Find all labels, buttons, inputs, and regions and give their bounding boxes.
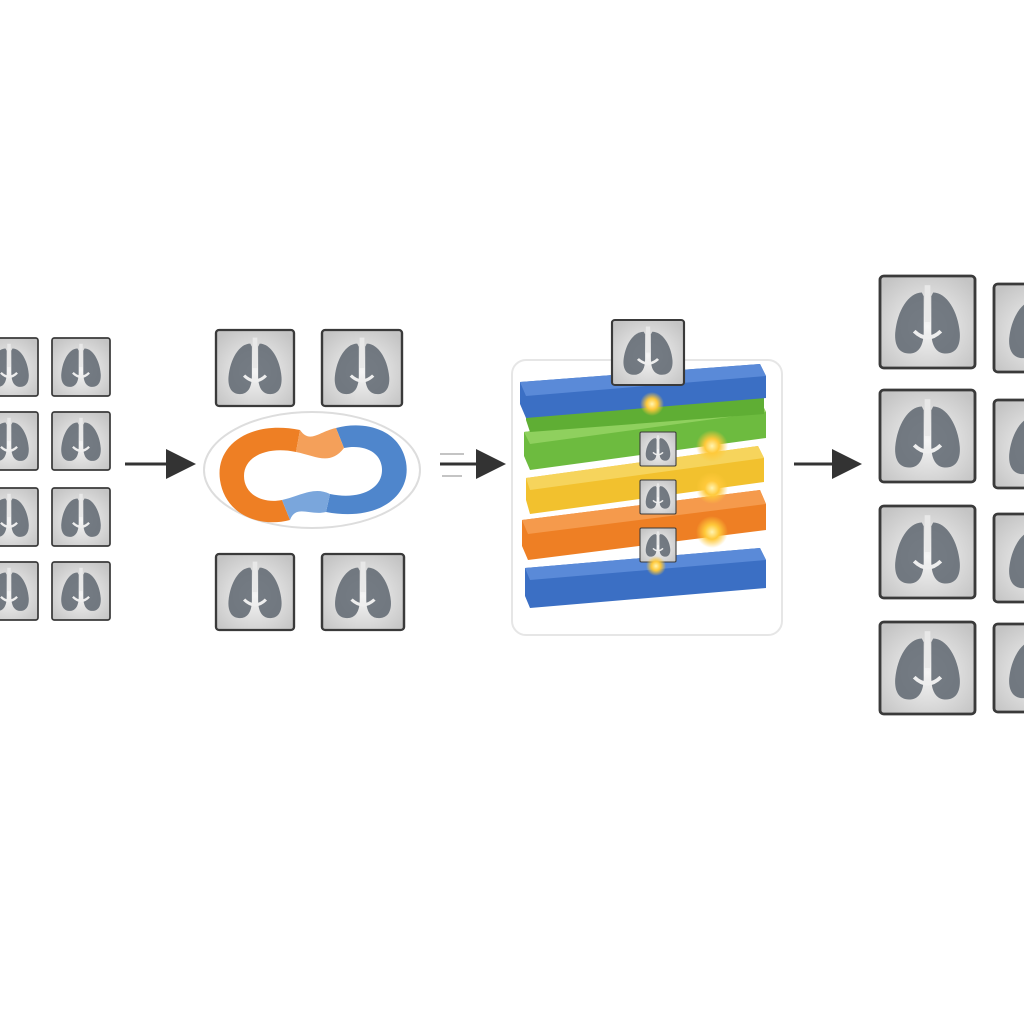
chest-xray-icon <box>320 552 406 632</box>
augmentation-cycle <box>203 328 421 632</box>
chest-xray-icon <box>50 560 112 622</box>
chest-xray-icon <box>878 504 977 600</box>
chest-xray-icon <box>878 388 977 484</box>
layered-model <box>511 318 783 636</box>
input-xray-grid <box>0 336 112 622</box>
chest-xray-icon <box>878 620 977 716</box>
chest-xray-icon <box>50 410 112 472</box>
chest-xray-icon <box>320 328 404 408</box>
output-xray-grid <box>878 274 1024 716</box>
chest-xray-icon <box>639 479 677 515</box>
chest-xray-icon <box>214 552 296 632</box>
glow-dot-icon <box>696 472 728 504</box>
chest-xray-icon <box>610 318 686 387</box>
chest-xray-icon <box>0 336 40 398</box>
chest-xray-icon <box>50 336 112 398</box>
glow-dot-icon <box>646 556 666 576</box>
chest-xray-icon <box>992 622 1024 714</box>
glow-dot-icon <box>640 392 664 416</box>
chest-xray-icon <box>992 398 1024 490</box>
chest-xray-icon <box>992 512 1024 604</box>
glow-dot-icon <box>696 516 728 548</box>
arrow-annotation-marks <box>440 453 464 477</box>
glow-dot-icon <box>696 430 728 462</box>
chest-xray-icon <box>878 274 977 370</box>
swirl-cycle-icon <box>203 411 421 529</box>
chest-xray-icon <box>639 431 677 467</box>
chest-xray-icon <box>0 410 40 472</box>
chest-xray-icon <box>214 328 296 408</box>
chest-xray-icon <box>50 486 112 548</box>
chest-xray-icon <box>0 486 40 548</box>
chest-xray-icon <box>992 282 1024 374</box>
chest-xray-icon <box>0 560 40 622</box>
